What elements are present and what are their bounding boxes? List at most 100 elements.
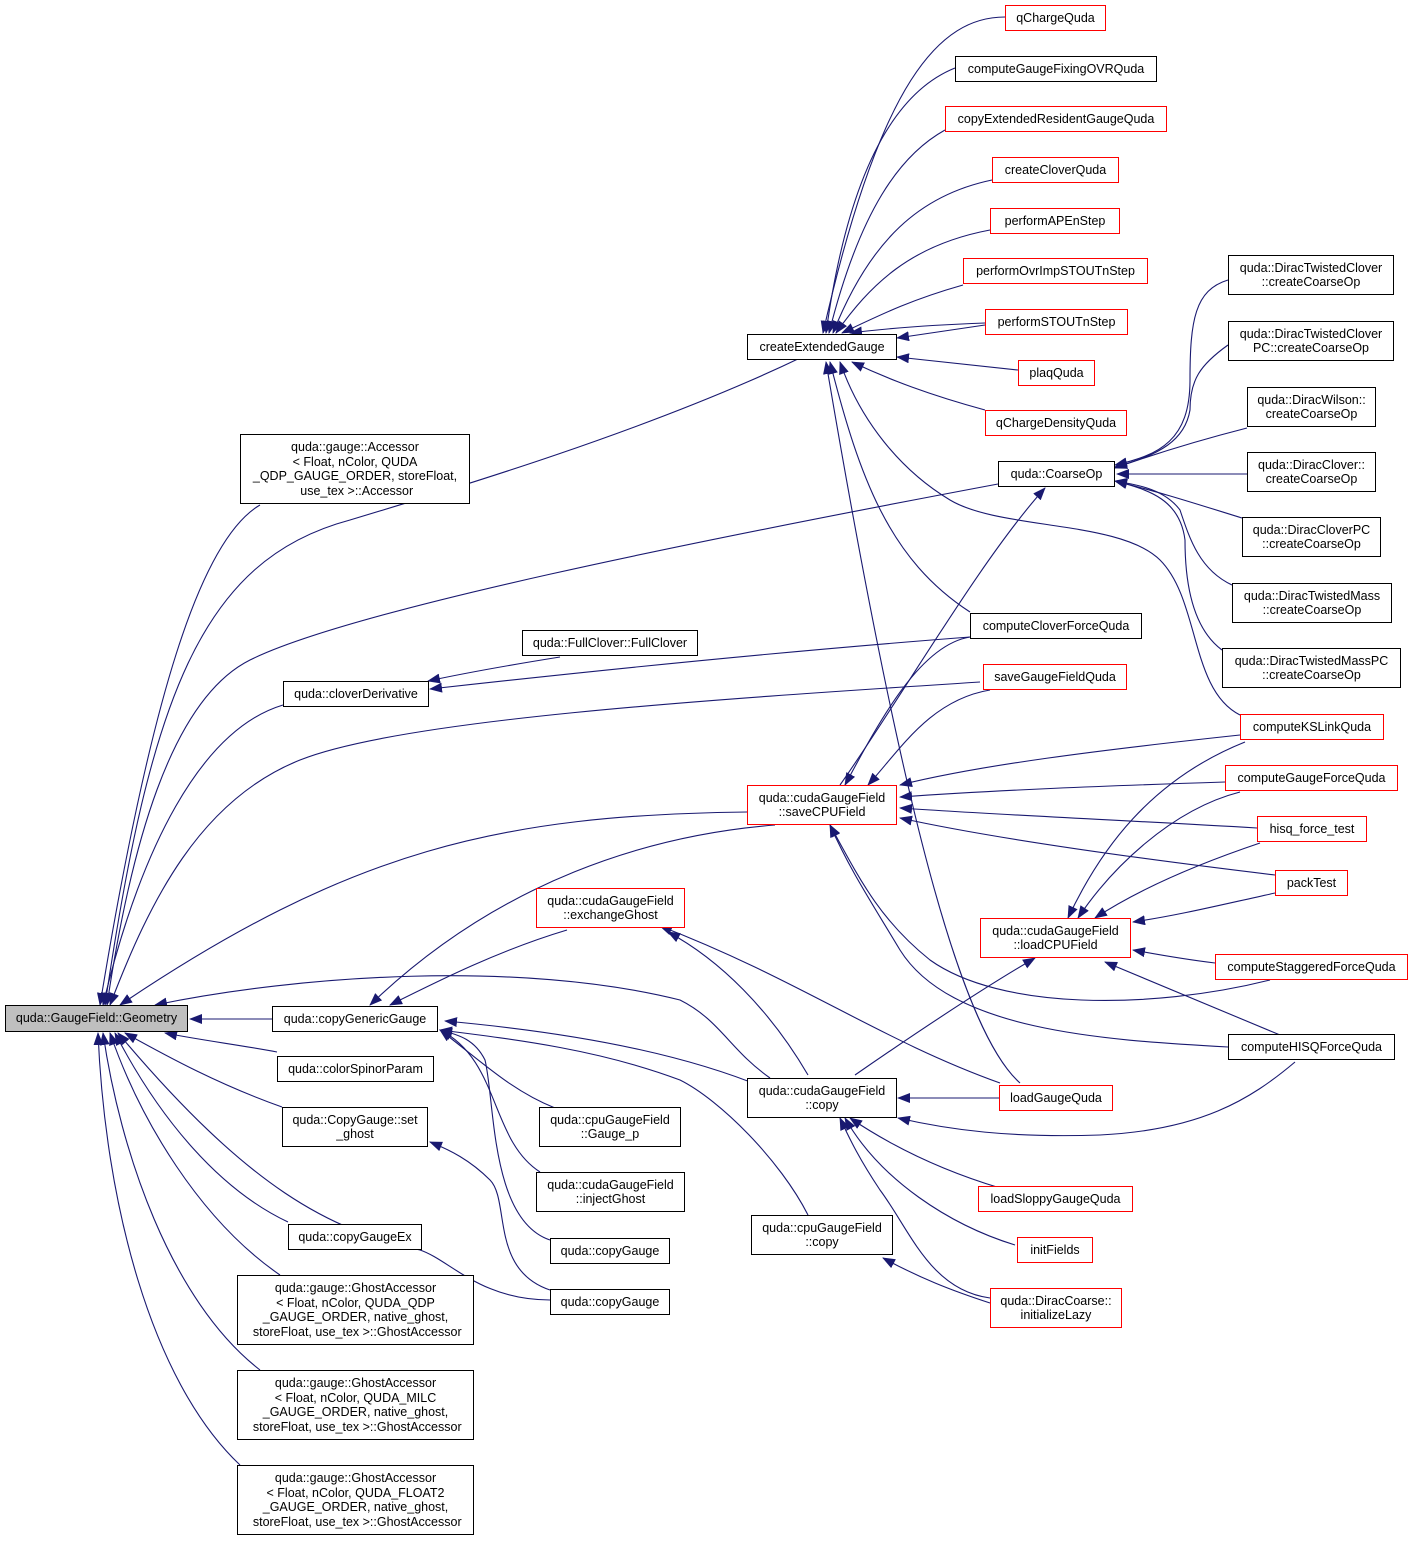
- edge-loadgauge-to-exchangeghost: [659, 925, 1001, 1084]
- node-cuda-gauge-field-copy[interactable]: quda::cudaGaugeField ::copy: [747, 1078, 897, 1118]
- edge-twcloverpc-to-coarseop: [1114, 344, 1229, 469]
- node-perform-ovr-imp-stout[interactable]: performOvrImpSTOUTnStep: [963, 258, 1148, 284]
- edge-hisqforce-to-loadcpu: [1104, 961, 1281, 1036]
- edge-gaugeforce-to-loadcpu: [1077, 791, 1241, 919]
- node-dirac-twisted-mass-pc-create-coarse-op[interactable]: quda::DiracTwistedMassPC ::createCoarseO…: [1222, 648, 1401, 688]
- node-create-clover-quda[interactable]: createCloverQuda: [992, 157, 1119, 183]
- node-save-gauge-field[interactable]: saveGaugeFieldQuda: [983, 664, 1127, 690]
- node-qcharge-quda[interactable]: qChargeQuda: [1005, 5, 1106, 31]
- node-compute-clover-force[interactable]: computeCloverForceQuda: [970, 613, 1142, 639]
- node-dirac-twisted-mass-create-coarse-op[interactable]: quda::DiracTwistedMass ::createCoarseOp: [1232, 583, 1392, 623]
- edge-ghostfloat2-to-geometry: [93, 1032, 241, 1466]
- edge-hisqforce-to-cudacopy: [897, 1061, 1296, 1137]
- node-copy-gauge-1[interactable]: quda::copyGauge: [550, 1238, 670, 1264]
- edge-initfields-to-cudacopy: [844, 1117, 1016, 1246]
- node-load-cpu-field[interactable]: quda::cudaGaugeField ::loadCPUField: [980, 918, 1131, 958]
- edge-cloverforce-to-extended: [828, 361, 971, 613]
- node-copy-extended-resident[interactable]: copyExtendedResidentGaugeQuda: [945, 106, 1167, 132]
- edge-loadgauge-to-extended: [823, 361, 1021, 1084]
- node-dirac-coarse-initialize-lazy[interactable]: quda::DiracCoarse:: initializeLazy: [990, 1288, 1122, 1328]
- node-hisq-force-test[interactable]: hisq_force_test: [1257, 816, 1367, 842]
- edge-cpugaugep-to-copygeneric: [439, 1029, 556, 1109]
- node-cpu-gauge-p[interactable]: quda::cpuGaugeField ::Gauge_p: [539, 1107, 681, 1147]
- node-compute-hisq-force[interactable]: computeHISQForceQuda: [1228, 1034, 1395, 1060]
- edge-hisqtest-to-loadcpu: [1094, 842, 1261, 919]
- edge-copygauge1-to-copygeneric: [439, 1028, 551, 1241]
- node-geometry: quda::GaugeField::Geometry: [5, 1005, 188, 1032]
- node-pack-test[interactable]: packTest: [1275, 870, 1348, 896]
- edge-stout-to-extended: [849, 322, 986, 337]
- node-load-sloppy-gauge[interactable]: loadSloppyGaugeQuda: [978, 1186, 1133, 1212]
- node-dirac-clover-create-coarse-op[interactable]: quda::DiracClover:: createCoarseOp: [1247, 452, 1376, 492]
- node-ghost-accessor-qdp[interactable]: quda::gauge::GhostAccessor < Float, nCol…: [237, 1275, 474, 1345]
- node-set-ghost[interactable]: quda::CopyGauge::set _ghost: [282, 1107, 428, 1147]
- node-copy-gauge-2[interactable]: quda::copyGauge: [550, 1289, 670, 1315]
- node-compute-staggered-force[interactable]: computeStaggeredForceQuda: [1215, 954, 1408, 980]
- edge-hisqtest-to-savecpu: [899, 803, 1258, 829]
- edge-savegauge-to-geometry: [109, 681, 981, 1006]
- edge-cloverforce-to-savecpu: [844, 636, 971, 786]
- node-compute-gauge-force[interactable]: computeGaugeForceQuda: [1225, 765, 1398, 791]
- edge-ksl-to-loadcpu: [1067, 741, 1246, 919]
- node-init-fields[interactable]: initFields: [1017, 1237, 1093, 1263]
- edge-cudacopy-to-exchangeghost: [667, 931, 809, 1076]
- edge-ghostmilc-to-geometry: [99, 1032, 261, 1371]
- edge-twmass-to-coarseop: [1114, 477, 1233, 586]
- node-perform-ape[interactable]: performAPEnStep: [990, 208, 1120, 234]
- node-coarse-op[interactable]: quda::CoarseOp: [998, 461, 1115, 487]
- edge-ksl-to-extended: [839, 361, 1241, 716]
- node-dirac-twisted-clover-create-coarse-op[interactable]: quda::DiracTwistedClover ::createCoarseO…: [1228, 255, 1394, 295]
- edge-savegauge-to-savecpu: [867, 689, 991, 786]
- node-cpu-gauge-field-copy[interactable]: quda::cpuGaugeField ::copy: [751, 1215, 893, 1255]
- node-compute-ks-link[interactable]: computeKSLinkQuda: [1240, 714, 1384, 740]
- edge-ksl-to-savecpu: [899, 734, 1241, 787]
- node-dirac-twisted-clover-pc-create-coarse-op[interactable]: quda::DiracTwistedClover PC::createCoars…: [1228, 321, 1394, 361]
- edge-createclover-to-extended: [832, 179, 993, 334]
- node-copy-gauge-ex[interactable]: quda::copyGaugeEx: [288, 1224, 422, 1250]
- edge-packtest-to-savecpu: [899, 815, 1276, 876]
- node-perform-stout[interactable]: performSTOUTnStep: [985, 309, 1128, 335]
- node-dirac-clover-pc-create-coarse-op[interactable]: quda::DiracCloverPC ::createCoarseOp: [1242, 517, 1381, 557]
- node-create-extended-gauge[interactable]: createExtendedGauge: [747, 334, 897, 360]
- edge-cudacopy-to-geometry: [154, 975, 771, 1079]
- edge-staggered-to-loadcpu: [1132, 947, 1216, 964]
- edge-twmasspc-to-coarseop: [1114, 479, 1223, 651]
- node-accessor-qdp[interactable]: quda::gauge::Accessor < Float, nColor, Q…: [240, 434, 470, 504]
- node-ghost-accessor-milc[interactable]: quda::gauge::GhostAccessor < Float, nCol…: [237, 1370, 474, 1440]
- edge-exchangeghost-to-copygeneric: [389, 929, 568, 1006]
- edge-plaqquda-to-extended: [896, 353, 1019, 371]
- node-gauge-fixing-ovr[interactable]: computeGaugeFixingOVRQuda: [955, 56, 1157, 82]
- edge-diracinit-to-cudacopy: [839, 1117, 991, 1299]
- node-ghost-accessor-float2[interactable]: quda::gauge::GhostAccessor < Float, nCol…: [237, 1465, 474, 1535]
- node-clover-derivative[interactable]: quda::cloverDerivative: [283, 681, 429, 707]
- node-inject-ghost[interactable]: quda::cudaGaugeField ::injectGhost: [536, 1172, 685, 1212]
- edge-qchargedensity-to-extended: [851, 361, 986, 411]
- edge-cloverforce-to-cloverderivative: [429, 636, 971, 693]
- edge-injectghost-to-copygeneric: [439, 1029, 541, 1173]
- node-qcharge-density[interactable]: qChargeDensityQuda: [985, 410, 1127, 436]
- edge-ovrimp-to-extended: [841, 284, 964, 334]
- node-plaq-quda[interactable]: plaqQuda: [1018, 360, 1095, 386]
- edge-fullclover-to-cloverderivative: [427, 656, 561, 684]
- node-exchange-ghost[interactable]: quda::cudaGaugeField ::exchangeGhost: [536, 888, 685, 928]
- node-save-cpu-field[interactable]: quda::cudaGaugeField ::saveCPUField: [747, 785, 897, 825]
- edge-coarseop-to-geometry: [103, 483, 999, 1006]
- edge-plaq-to-extended: [896, 324, 986, 342]
- edge-cpucopy-to-copygeneric: [439, 1026, 809, 1216]
- edge-savecpu-to-geometry: [119, 811, 748, 1006]
- edge-qcharge-to-extended: [820, 16, 1006, 334]
- edge-clover-derivative-to-geometry: [100, 704, 284, 1006]
- edge-copyext-to-extended: [827, 129, 946, 334]
- node-full-clover[interactable]: quda::FullClover::FullClover: [522, 630, 698, 656]
- edge-cudacopy-to-copygeneric: [444, 1017, 771, 1091]
- edge-loadsloppy-to-cudacopy: [849, 1117, 1001, 1189]
- node-color-spinor-param[interactable]: quda::colorSpinorParam: [277, 1056, 434, 1082]
- edge-packtest-to-loadcpu: [1132, 892, 1276, 926]
- node-dirac-wilson-create-coarse-op[interactable]: quda::DiracWilson:: createCoarseOp: [1247, 387, 1376, 427]
- node-copy-generic-gauge[interactable]: quda::copyGenericGauge: [272, 1006, 438, 1032]
- node-load-gauge-quda[interactable]: loadGaugeQuda: [999, 1085, 1113, 1111]
- edge-accessor-to-geometry: [97, 504, 261, 1006]
- edge-extended-to-geometry: [101, 357, 801, 1006]
